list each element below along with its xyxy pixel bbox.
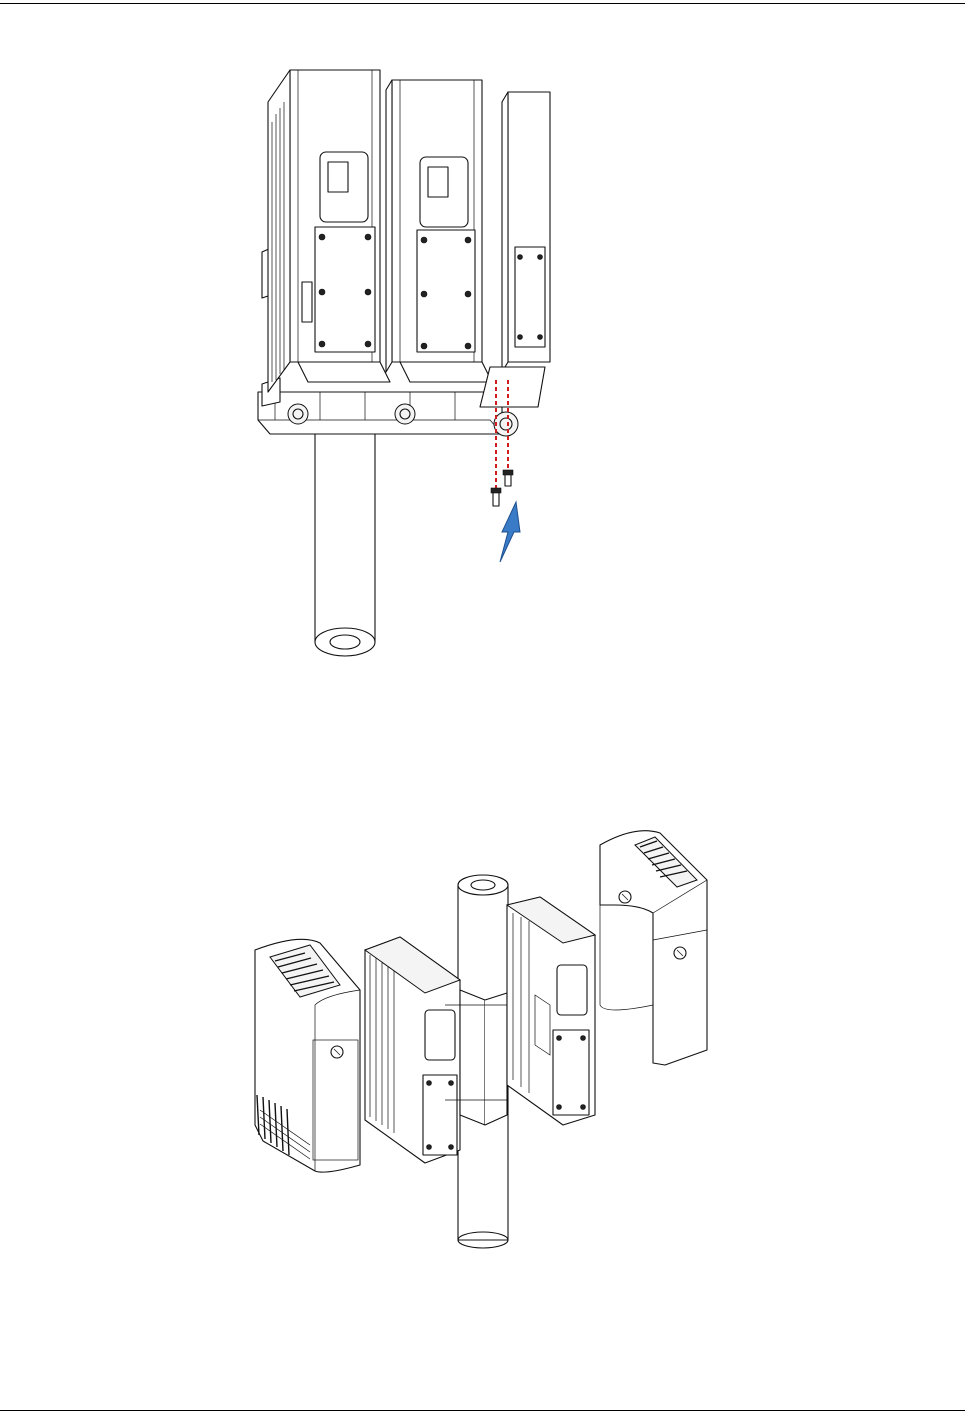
module-left-icon <box>365 937 460 1163</box>
module-side-icon <box>480 92 550 436</box>
footer-rule <box>0 1410 965 1411</box>
header-rule <box>0 3 965 4</box>
cover-assembly-illustration <box>245 825 725 1250</box>
figure-remove-screws <box>240 62 580 662</box>
module-right-icon <box>507 897 595 1125</box>
module-assembly-illustration <box>240 62 580 662</box>
cover-left-icon <box>255 939 360 1172</box>
mounting-plate-icon <box>258 392 502 434</box>
module-left-icon <box>268 70 390 392</box>
figure-covers-exploded <box>245 825 725 1250</box>
pole-icon <box>315 432 375 656</box>
module-right-icon <box>386 80 492 382</box>
cover-right-icon <box>600 831 707 1065</box>
arrow-up-icon <box>500 502 520 562</box>
